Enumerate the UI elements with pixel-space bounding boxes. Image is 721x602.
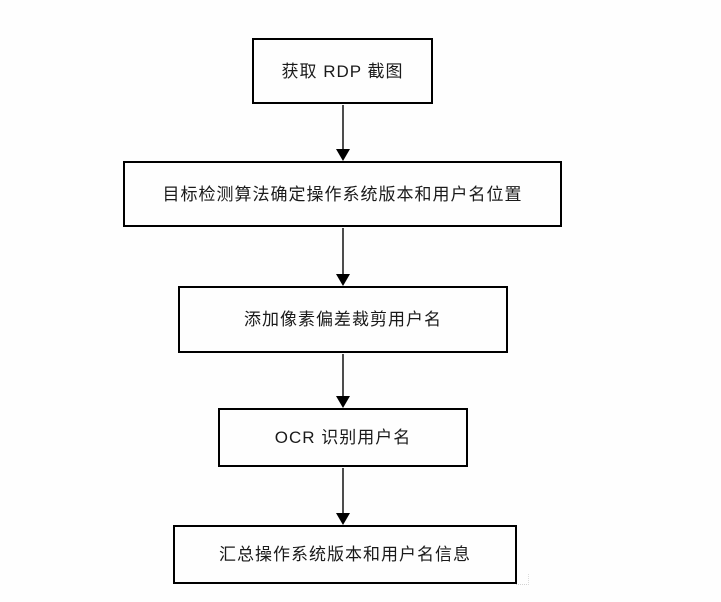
flow-arrow-step-2-to-step-3 bbox=[336, 228, 350, 286]
flow-arrow-step-1-to-step-2 bbox=[336, 105, 350, 161]
faint-scan-artifact bbox=[516, 574, 529, 585]
arrow-line bbox=[342, 468, 344, 515]
node-step-5-label: 汇总操作系统版本和用户名信息 bbox=[219, 545, 471, 564]
flowchart-node-step-4: OCR 识别用户名 bbox=[218, 408, 468, 467]
flowchart-node-step-5: 汇总操作系统版本和用户名信息 bbox=[173, 525, 517, 584]
arrow-head-down-icon bbox=[336, 149, 350, 161]
arrow-head-down-icon bbox=[336, 274, 350, 286]
arrow-line bbox=[342, 228, 344, 276]
node-step-2-label: 目标检测算法确定操作系统版本和用户名位置 bbox=[162, 184, 523, 204]
flowchart-node-step-1: 获取 RDP 截图 bbox=[252, 38, 433, 104]
node-step-1-label: 获取 RDP 截图 bbox=[281, 61, 404, 81]
flow-arrow-step-4-to-step-5 bbox=[336, 468, 350, 525]
arrow-line bbox=[342, 354, 344, 398]
flow-arrow-step-3-to-step-4 bbox=[336, 354, 350, 408]
arrow-line bbox=[342, 105, 344, 151]
arrow-head-down-icon bbox=[336, 396, 350, 408]
arrow-head-down-icon bbox=[336, 513, 350, 525]
node-step-4-label: OCR 识别用户名 bbox=[274, 428, 412, 447]
node-step-3-label: 添加像素偏差裁剪用户名 bbox=[244, 310, 442, 329]
flowchart-node-step-2: 目标检测算法确定操作系统版本和用户名位置 bbox=[123, 161, 562, 227]
flowchart-node-step-3: 添加像素偏差裁剪用户名 bbox=[178, 286, 508, 353]
